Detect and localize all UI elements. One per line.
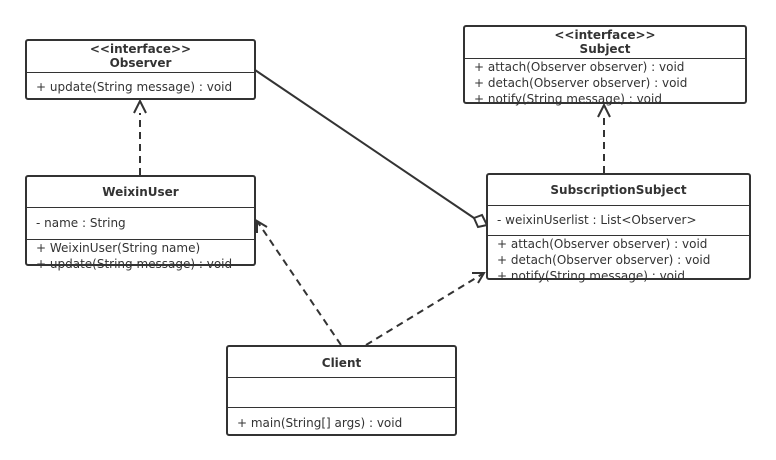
realization-arrowhead-subject	[597, 102, 611, 118]
dependency-arrowhead-weixinuser	[256, 219, 268, 233]
method: + update(String message) : void	[36, 257, 233, 271]
method: + main(String[] args) : void	[237, 416, 403, 430]
class-subscriptionsubject[interactable]: SubscriptionSubject - weixinUserlist : L…	[486, 173, 751, 283]
method: + notify(String message) : void	[497, 269, 685, 283]
class-name: Observer	[109, 56, 172, 70]
attributes-section	[228, 377, 455, 407]
class-subject[interactable]: <<interface>> Subject + attach(Observer …	[463, 25, 747, 106]
method: + attach(Observer observer) : void	[474, 60, 685, 74]
dependency-client-subscriptionsubject	[365, 272, 485, 346]
method: + attach(Observer observer) : void	[497, 237, 708, 251]
class-name: Subject	[579, 42, 631, 56]
class-name: SubscriptionSubject	[550, 183, 687, 197]
class-observer[interactable]: <<interface>> Observer + update(String m…	[25, 39, 256, 100]
method: + detach(Observer observer) : void	[474, 76, 688, 90]
class-weixinuser[interactable]: WeixinUser - name : String + WeixinUser(…	[25, 175, 256, 271]
attribute: - name : String	[36, 216, 126, 230]
class-name: Client	[321, 356, 362, 370]
method: + detach(Observer observer) : void	[497, 253, 711, 267]
dependency-arrowhead-subscriptionsubject	[472, 272, 486, 284]
method: + update(String message) : void	[36, 80, 233, 94]
dependency-client-weixinuser	[256, 220, 342, 346]
realization-arrowhead-observer	[133, 98, 147, 114]
method: + WeixinUser(String name)	[36, 241, 201, 255]
method: + notify(String message) : void	[474, 92, 662, 106]
attribute: - weixinUserlist : List<Observer>	[497, 213, 697, 227]
class-name: WeixinUser	[102, 185, 179, 199]
stereotype: <<interface>>	[89, 42, 192, 56]
aggregation-line	[254, 69, 475, 219]
stereotype: <<interface>>	[554, 28, 656, 42]
class-client[interactable]: Client + main(String[] args) : void	[226, 345, 457, 436]
